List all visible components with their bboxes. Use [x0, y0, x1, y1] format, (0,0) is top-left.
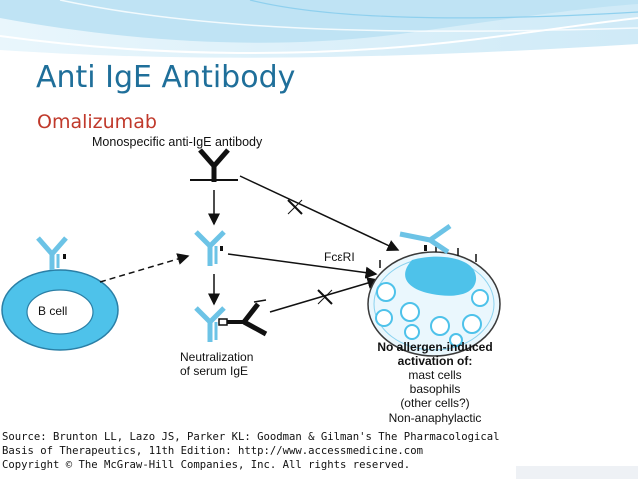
outcome-line-3: mast cells [350, 368, 520, 382]
free-ige-icon [196, 232, 224, 266]
blocked-arrow-to-mast-cell [240, 176, 398, 250]
diagram-graphic [0, 128, 638, 424]
outcome-line-4: basophils [350, 382, 520, 396]
slide-title: Anti IgE Antibody [36, 60, 295, 95]
outcome-line-5: (other cells?) [350, 396, 520, 410]
top-antibody-label: Monospecific anti-IgE antibody [92, 135, 262, 149]
ige-anti-ige-complex-icon [196, 300, 266, 342]
bcell-secretion-dashed-arrow [100, 256, 188, 282]
b-cell-icon [2, 238, 118, 350]
neutralization-label-line1: Neutralization [180, 350, 253, 364]
bcell-label: B cell [38, 304, 67, 318]
anti-ige-mechanism-diagram: Monospecific anti-IgE antibody FcεRI B c… [0, 128, 638, 424]
outcome-line-6: Non-anaphylactic [350, 411, 520, 425]
source-line-1: Source: Brunton LL, Lazo JS, Parker KL: … [2, 430, 638, 444]
header-wave-banner [0, 0, 638, 62]
neutralization-label-line2: of serum IgE [180, 364, 248, 378]
source-line-2: Basis of Therapeutics, 11th Edition: htt… [2, 444, 638, 458]
receptor-label: FcεRI [324, 250, 355, 264]
outcome-line-1: No allergen-induced [350, 340, 520, 354]
outcome-line-2: activation of: [350, 354, 520, 368]
anti-ige-antibody-icon [190, 150, 238, 182]
footer-strip [516, 466, 638, 479]
